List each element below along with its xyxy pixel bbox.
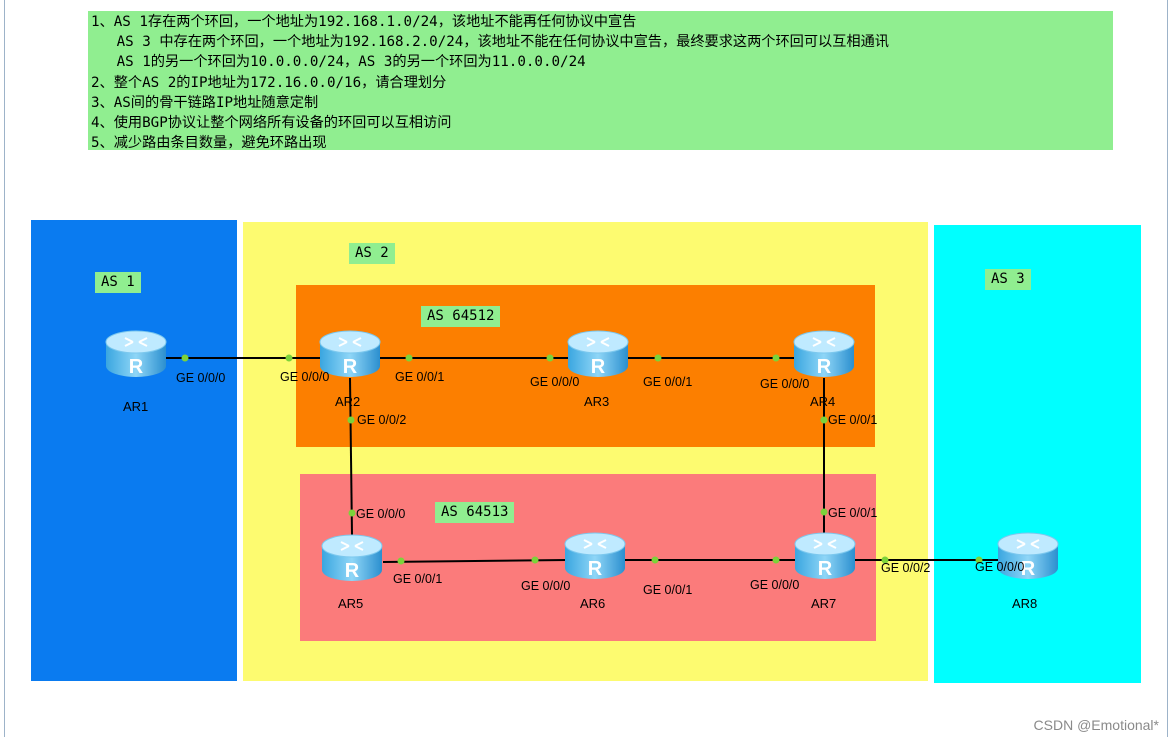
router-icon: R [793, 330, 855, 378]
port-dot-ar8-g000 [975, 556, 983, 564]
router-ar1[interactable]: R [105, 329, 167, 379]
requirement-line: 4、使用BGP协议让整个网络所有设备的环回可以互相访问 [91, 115, 452, 132]
port-dot-ar5-g001 [397, 557, 405, 565]
port-label-ar6-g000: GE 0/0/0 [521, 579, 571, 593]
requirement-line: AS 3 中存在两个环回，一个地址为192.168.2.0/24，该地址不能在任… [91, 34, 889, 51]
router-icon: R [564, 532, 626, 580]
router-name-ar5: AR5 [338, 596, 364, 611]
port-label-ar7-g002: GE 0/0/2 [881, 561, 931, 575]
port-dot-ar7-g000 [772, 556, 780, 564]
requirement-line: 3、AS间的骨干链路IP地址随意定制 [91, 94, 319, 111]
svg-text:R: R [129, 356, 144, 378]
router-ar3[interactable]: R [567, 329, 629, 379]
port-label-ar1-g000: GE 0/0/0 [176, 371, 226, 385]
router-ar7[interactable]: R [794, 531, 856, 581]
router-icon: R [321, 534, 383, 582]
port-dot-ar2-g000 [285, 354, 293, 362]
port-dot-ar6-g000 [531, 556, 539, 564]
router-name-ar6: AR6 [580, 596, 606, 611]
as1-zone [31, 220, 237, 681]
as2-label: AS 2 [349, 243, 395, 264]
router-icon: R [997, 532, 1059, 580]
watermark: CSDN @Emotional* [1033, 717, 1159, 733]
router-name-ar2: AR2 [335, 394, 361, 409]
port-label-ar5-g000: GE 0/0/0 [356, 507, 406, 521]
router-icon: R [567, 330, 629, 378]
svg-text:R: R [345, 560, 360, 582]
svg-text:R: R [817, 356, 832, 378]
requirement-line: AS 1的另一个环回为10.0.0.0/24，AS 3的另一个环回为11.0.0… [91, 54, 586, 71]
as1-label: AS 1 [95, 272, 141, 293]
svg-text:R: R [1021, 558, 1036, 580]
router-name-ar4: AR4 [810, 394, 836, 409]
router-ar8[interactable]: R [997, 531, 1059, 581]
as64513-label: AS 64513 [435, 502, 515, 523]
link-ar2-ar5 [349, 377, 353, 536]
as3-label: AS 3 [985, 269, 1031, 290]
port-label-ar3-g000: GE 0/0/0 [530, 375, 580, 389]
requirement-line: 5、减少路由条目数量，避免环路出现 [91, 135, 327, 152]
router-icon: R [794, 532, 856, 580]
port-label-ar8-g000: GE 0/0/0 [975, 560, 1025, 574]
port-label-ar2-g000: GE 0/0/0 [280, 370, 330, 384]
port-dot-ar1-g000 [181, 354, 189, 362]
router-ar2[interactable]: R [319, 329, 381, 379]
router-name-ar3: AR3 [584, 394, 610, 409]
port-dot-ar7-g001 [820, 508, 828, 516]
router-ar6[interactable]: R [564, 531, 626, 581]
port-dot-ar6-g001 [651, 556, 659, 564]
router-ar4[interactable]: R [793, 329, 855, 379]
port-label-ar2-g001: GE 0/0/1 [395, 370, 445, 384]
router-name-ar8: AR8 [1012, 596, 1038, 611]
requirements-box: 1、AS 1存在两个环回，一个地址为192.168.1.0/24，该地址不能再任… [88, 11, 1113, 152]
port-label-ar7-g001: GE 0/0/1 [828, 506, 878, 520]
router-name-ar7: AR7 [811, 596, 837, 611]
requirement-line: 1、AS 1存在两个环回，一个地址为192.168.1.0/24，该地址不能再任… [91, 14, 637, 30]
canvas-frame [4, 0, 1168, 737]
as3-zone [934, 225, 1141, 683]
port-dot-ar7-g002 [881, 556, 889, 564]
router-name-ar1: AR1 [123, 399, 149, 414]
port-label-ar2-g002: GE 0/0/2 [357, 413, 407, 427]
port-dot-ar4-g001 [820, 416, 828, 424]
link-ar5-ar6 [382, 559, 568, 563]
svg-text:R: R [818, 558, 833, 580]
svg-text:R: R [588, 558, 603, 580]
port-dot-ar5-g000 [348, 509, 356, 517]
router-ar5[interactable]: R [321, 533, 383, 583]
requirement-line: 2、整个AS 2的IP地址为172.16.0.0/16，请合理划分 [91, 74, 447, 91]
port-label-ar4-g001: GE 0/0/1 [828, 413, 878, 427]
port-label-ar4-g000: GE 0/0/0 [760, 377, 810, 391]
port-dot-ar2-g002 [347, 416, 355, 424]
router-icon: R [319, 330, 381, 378]
port-label-ar3-g001: GE 0/0/1 [643, 375, 693, 389]
port-dot-ar3-g001 [654, 354, 662, 362]
svg-text:R: R [591, 356, 606, 378]
as64512-label: AS 64512 [421, 306, 501, 327]
port-label-ar7-g000: GE 0/0/0 [750, 578, 800, 592]
port-dot-ar4-g000 [772, 354, 780, 362]
svg-text:R: R [343, 356, 358, 378]
port-label-ar6-g001: GE 0/0/1 [643, 583, 693, 597]
port-dot-ar2-g001 [405, 354, 413, 362]
router-icon: R [105, 330, 167, 378]
port-label-ar5-g001: GE 0/0/1 [393, 572, 443, 586]
port-dot-ar3-g000 [546, 354, 554, 362]
